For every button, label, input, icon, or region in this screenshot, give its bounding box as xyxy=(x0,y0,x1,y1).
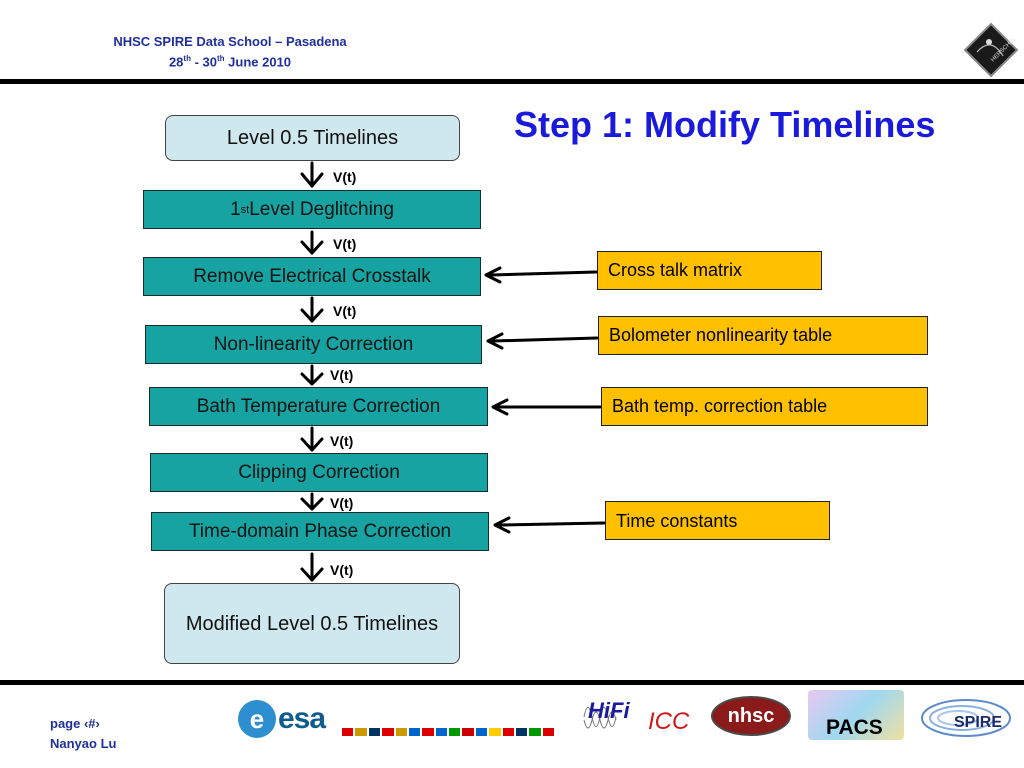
vt-label: V(t) xyxy=(330,367,354,383)
header-text: NHSC SPIRE Data School – Pasadena 28th -… xyxy=(60,33,400,70)
slide-title: Step 1: Modify Timelines xyxy=(514,104,936,145)
nhsc-logo: nhsc xyxy=(711,696,791,736)
input-nonlinearity-table: Bolometer nonlinearity table xyxy=(598,316,928,355)
hifi-logo-waves xyxy=(583,707,617,729)
esa-logo-text: esa xyxy=(278,702,326,735)
herschel-logo: HERSCHEL xyxy=(963,22,1019,78)
down-arrow xyxy=(300,426,324,452)
down-arrow xyxy=(300,492,324,511)
vt-label: V(t) xyxy=(330,562,354,578)
header-line1: NHSC SPIRE Data School – Pasadena xyxy=(113,34,347,49)
flow-end-box: Modified Level 0.5 Timelines xyxy=(164,583,460,664)
hifi-logo-text: HiFi xyxy=(588,698,630,723)
flow-step-phase: Time-domain Phase Correction xyxy=(151,512,489,551)
vt-label: V(t) xyxy=(333,303,357,319)
spire-logo-text: SPIRE xyxy=(954,714,1003,731)
vt-label: V(t) xyxy=(330,495,354,511)
down-arrow xyxy=(300,552,324,582)
input-arrow xyxy=(486,332,599,350)
input-arrow xyxy=(493,516,606,534)
footer-info: page ‹#› Nanyao Lu xyxy=(50,714,116,754)
vt-label: V(t) xyxy=(333,169,357,185)
input-bath-table: Bath temp. correction table xyxy=(601,387,928,426)
flow-step-nonlinearity: Non-linearity Correction xyxy=(145,325,482,364)
input-arrow xyxy=(484,266,598,284)
page-number: page ‹#› xyxy=(50,716,100,731)
header-dates: 28th - 30th June 2010 xyxy=(168,54,292,70)
flow-step-bath: Bath Temperature Correction xyxy=(149,387,488,426)
down-arrow xyxy=(300,364,324,386)
flow-step-clipping: Clipping Correction xyxy=(150,453,488,492)
pacs-logo-text: PACS xyxy=(826,716,883,739)
author-name: Nanyao Lu xyxy=(50,736,117,751)
input-time-constants: Time constants xyxy=(605,501,830,540)
down-arrow xyxy=(300,296,324,323)
flow-step-crosstalk: Remove Electrical Crosstalk xyxy=(143,257,481,296)
flow-start-box: Level 0.5 Timelines xyxy=(165,115,460,161)
spire-logo-swirl xyxy=(921,699,1011,737)
down-arrow xyxy=(300,161,324,188)
esa-globe-icon: e xyxy=(238,700,276,738)
input-arrow xyxy=(491,398,602,416)
member-flags xyxy=(342,728,554,736)
vt-label: V(t) xyxy=(333,236,357,252)
pacs-logo-graphic xyxy=(808,690,904,740)
input-crosstalk-matrix: Cross talk matrix xyxy=(597,251,822,290)
header-rule xyxy=(0,79,1024,84)
vt-label: V(t) xyxy=(330,433,354,449)
footer-rule xyxy=(0,680,1024,685)
icc-logo-text: ICC xyxy=(648,708,690,735)
down-arrow xyxy=(300,230,324,255)
